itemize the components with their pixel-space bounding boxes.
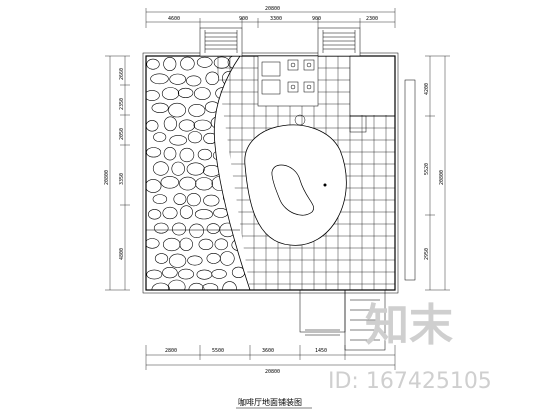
dim-bottom-1: 2800 (165, 348, 177, 354)
dim-top-2: 900 (239, 16, 248, 22)
fixture-dot-small (323, 183, 327, 187)
dim-top-5: 2300 (366, 16, 378, 22)
watermark-id: ID: 167425105 (328, 369, 492, 394)
dim-bottom-4: 1450 (315, 348, 327, 354)
pebble-stone-area (146, 56, 248, 290)
dim-bottom-overall: 20800 (265, 369, 280, 375)
watermark-brand: 知末 (365, 300, 453, 351)
fixture-dot (294, 114, 306, 126)
staircase-left (199, 27, 243, 57)
right-annex (349, 55, 396, 133)
dim-left-3: 2050 (119, 128, 125, 140)
dim-top-4: 900 (312, 16, 321, 22)
dim-top-1: 4600 (168, 16, 180, 22)
dim-top-overall: 20800 (265, 6, 280, 12)
dim-right-2: 5520 (424, 163, 430, 175)
dim-lines-left (105, 55, 130, 291)
building-inner-wall (142, 52, 399, 294)
dim-top-3: 3300 (270, 16, 282, 22)
dim-lines-bottom (145, 345, 396, 370)
dim-left-5: 4800 (119, 248, 125, 260)
bottom-vestibule (299, 289, 346, 336)
dim-lines-right (425, 55, 450, 291)
dim-bottom-2: 5500 (212, 348, 224, 354)
staircase-right (317, 27, 361, 57)
dim-right-overall: 20800 (439, 170, 445, 185)
dim-left-4: 3350 (119, 173, 125, 185)
dim-left-1: 2660 (119, 68, 125, 80)
side-column-right (404, 79, 416, 281)
dim-left-overall: 20800 (104, 170, 110, 185)
restroom-block (257, 55, 319, 107)
drawing-title: 咖啡厅地面铺装图 (238, 397, 302, 407)
dim-bottom-3: 3600 (262, 348, 274, 354)
dim-right-3: 2950 (424, 248, 430, 260)
dim-right-1: 4200 (424, 83, 430, 95)
inner-pond (271, 164, 314, 216)
stone-area-curve (213, 55, 251, 291)
dim-left-2: 2350 (119, 98, 125, 110)
dim-lines-top (145, 8, 396, 28)
